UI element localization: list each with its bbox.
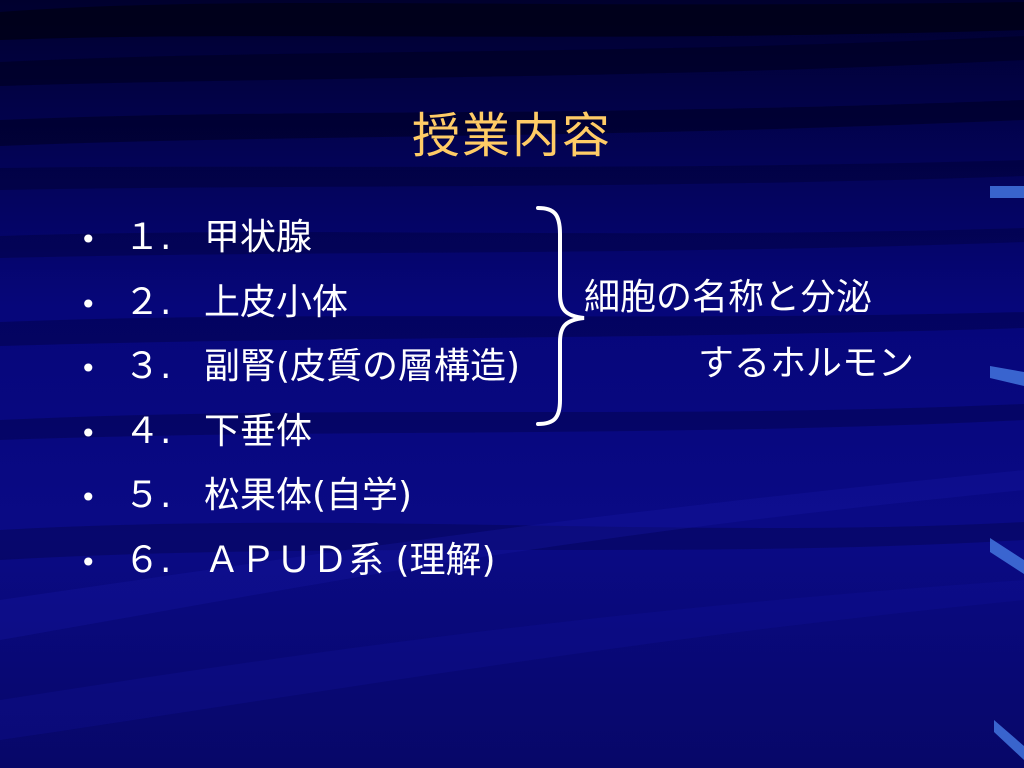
- list-item: • ４. 下垂体: [80, 400, 520, 465]
- bullet: •: [80, 481, 97, 514]
- item-number: ２.: [124, 281, 172, 323]
- item-number: ５.: [124, 475, 172, 516]
- bullet: •: [80, 545, 97, 579]
- bullet: •: [80, 416, 97, 450]
- item-text: 松果体(自学): [204, 475, 413, 516]
- list-item: • １. 甲状腺: [80, 206, 520, 271]
- list-item: • ６. ＡＰＵＤ系 (理解): [80, 529, 520, 594]
- list-item: • ３. 副腎(皮質の層構造): [80, 335, 520, 400]
- list-item: • ５. 松果体(自学): [80, 464, 520, 529]
- item-text: 下垂体: [204, 410, 313, 452]
- item-number: ６.: [124, 539, 172, 581]
- item-text: 甲状腺: [204, 217, 313, 258]
- curly-brace: [536, 206, 585, 426]
- item-text: 副腎(皮質の層構造): [204, 346, 521, 387]
- bullet: •: [80, 287, 97, 321]
- note-line-2: するホルモン: [698, 343, 915, 384]
- item-number: ４.: [124, 410, 172, 452]
- bullet: •: [80, 352, 97, 385]
- topic-list: • １. 甲状腺 • ２. 上皮小体 • ３. 副腎(皮質の層構造) • ４. 下垂体 • ５. 松…: [80, 206, 520, 593]
- item-text: ＡＰＵＤ系 (理解): [204, 539, 496, 581]
- note-line-1: 細胞の名称と分泌: [584, 277, 873, 318]
- bullet: •: [80, 223, 97, 256]
- list-item: • ２. 上皮小体: [80, 271, 520, 336]
- item-text: 上皮小体: [204, 281, 349, 323]
- item-number: ３.: [124, 346, 172, 387]
- slide-title: 授業内容: [411, 108, 612, 164]
- item-number: １.: [124, 217, 172, 258]
